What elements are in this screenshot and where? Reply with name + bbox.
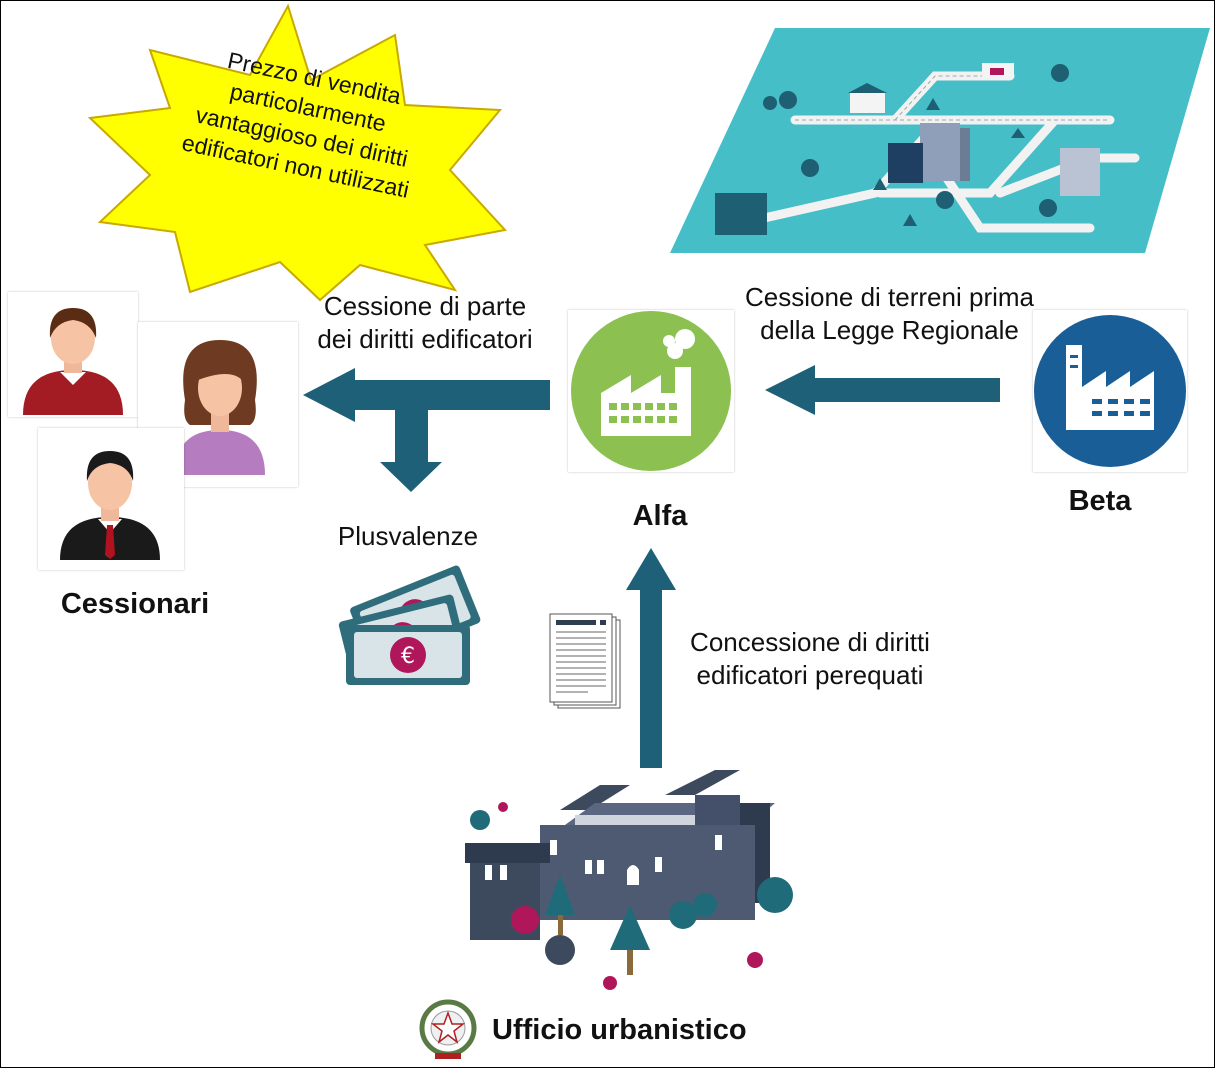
person-icon <box>60 451 160 560</box>
cessione-terreni-line: della Legge Regionale <box>760 315 1019 345</box>
cessione-terreni-line: Cessione di terreni prima <box>744 282 1034 312</box>
person-icon <box>23 308 123 415</box>
cessione-parte-line: dei diritti edificatori <box>317 324 533 354</box>
emblem-icon <box>419 999 477 1059</box>
concessione-label: Concessione di diritti edificatori pereq… <box>660 626 960 692</box>
factory-icon <box>1034 315 1186 467</box>
concessione-line: edificatori perequati <box>696 660 924 690</box>
concessione-line: Concessione di diritti <box>690 627 930 657</box>
beta-label: Beta <box>1068 485 1132 517</box>
factory-icon <box>571 311 731 471</box>
cessione-parte-line: Cessione di parte <box>323 291 527 321</box>
banknote-icon: € <box>338 565 481 685</box>
cessionari-label: Cessionari <box>60 588 210 620</box>
cessione-parte-label: Cessione di parte dei diritti edificator… <box>280 290 570 356</box>
plusvalenze-label: Plusvalenze <box>337 521 479 551</box>
cessione-terreni-label: Cessione di terreni prima della Legge Re… <box>712 281 1067 347</box>
ufficio-label: Ufficio urbanistico <box>492 1014 747 1046</box>
government-building-icon <box>465 770 793 990</box>
document-icon <box>549 613 621 709</box>
starburst-icon <box>87 3 507 302</box>
person-icon <box>175 340 265 475</box>
alfa-label: Alfa <box>632 500 688 532</box>
svg-text:€: € <box>401 644 415 669</box>
city-map-icon <box>670 28 1210 253</box>
